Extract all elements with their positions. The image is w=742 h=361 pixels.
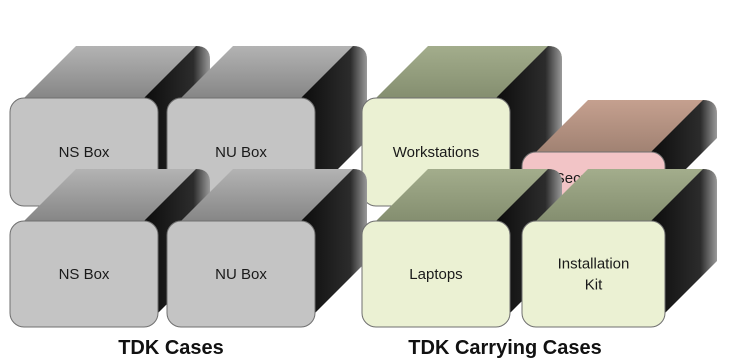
box-label: Workstations bbox=[393, 144, 479, 161]
group-label-tdk-cases: TDK Cases bbox=[118, 337, 224, 359]
box-nu-box: NU Box bbox=[166, 169, 367, 328]
box-workstations: Workstations bbox=[361, 46, 562, 207]
box-label: NU Box bbox=[215, 144, 267, 161]
group-label-tdk-carrying-cases: TDK Carrying Cases bbox=[408, 337, 601, 359]
box-label: NU Box bbox=[215, 266, 267, 283]
box-label: NS Box bbox=[59, 266, 110, 283]
box-label: Laptops bbox=[409, 266, 462, 283]
box-front-face bbox=[521, 220, 666, 328]
box-front-face bbox=[361, 220, 511, 328]
box-side-face bbox=[301, 169, 367, 313]
box-side-face bbox=[651, 100, 717, 190]
box-label: NS Box bbox=[59, 144, 110, 161]
box-side-face bbox=[651, 169, 717, 313]
box-side-face bbox=[301, 46, 367, 192]
box-label: Installation bbox=[558, 256, 630, 273]
box-label: Kit bbox=[585, 277, 603, 294]
box-front-face bbox=[166, 220, 316, 328]
box-front-face bbox=[9, 220, 159, 328]
